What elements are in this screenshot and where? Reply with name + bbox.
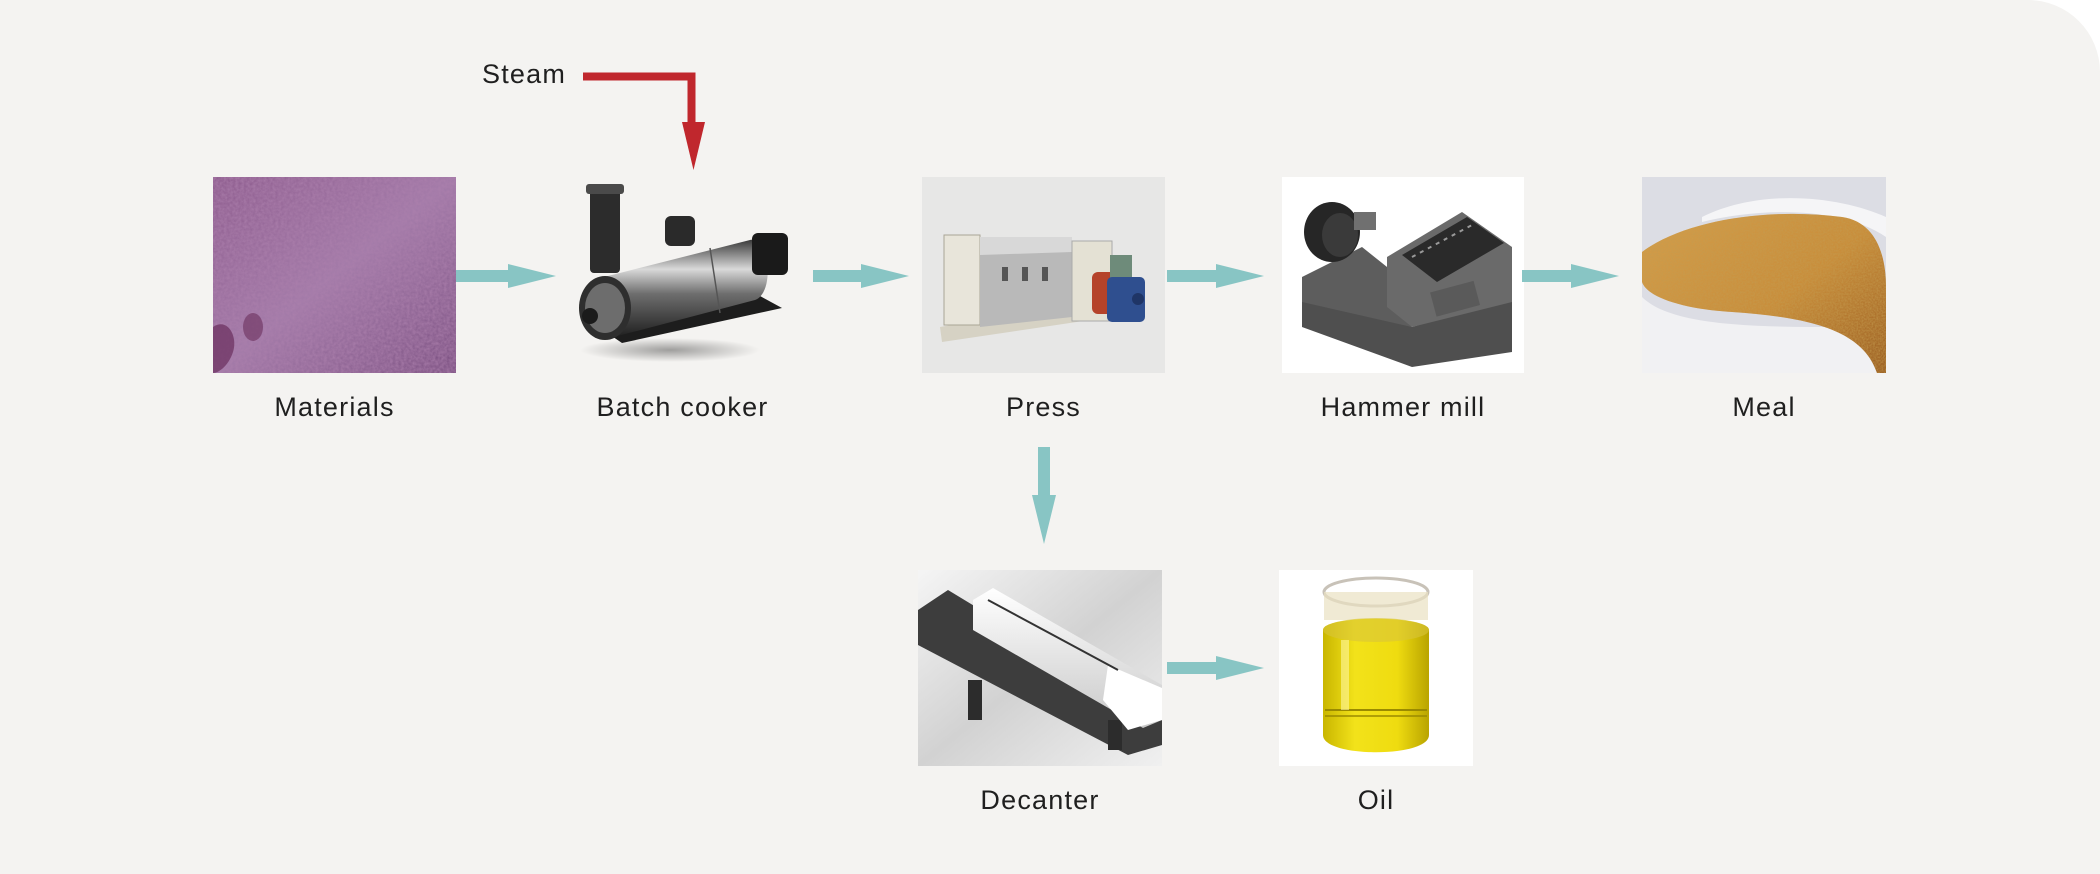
oil-image (1279, 570, 1473, 766)
flow-arrow-press-to-hammer-mill (1167, 264, 1264, 288)
press-label: Press (1005, 392, 1082, 422)
meal-label: Meal (1732, 392, 1796, 422)
flow-arrow-materials-to-cooker (456, 264, 556, 288)
decanter-image (918, 570, 1162, 766)
batch-cooker-image (560, 178, 805, 368)
steam-arrow (580, 70, 710, 172)
meal-image (1642, 177, 1886, 373)
materials-label: Materials (274, 392, 395, 422)
oil-label: Oil (1357, 785, 1395, 815)
flow-arrow-hammer-mill-to-meal (1522, 264, 1619, 288)
hammer-mill-label: Hammer mill (1320, 392, 1486, 422)
decanter-label: Decanter (980, 785, 1100, 815)
flow-arrow-cooker-to-press (813, 264, 909, 288)
press-image (922, 177, 1165, 373)
steam-label: Steam (482, 59, 567, 89)
materials-image (213, 177, 456, 373)
flow-arrow-press-to-decanter (1032, 447, 1056, 544)
flow-arrow-decanter-to-oil (1167, 656, 1264, 680)
batch-cooker-label: Batch cooker (596, 392, 769, 422)
hammer-mill-image (1282, 177, 1524, 373)
